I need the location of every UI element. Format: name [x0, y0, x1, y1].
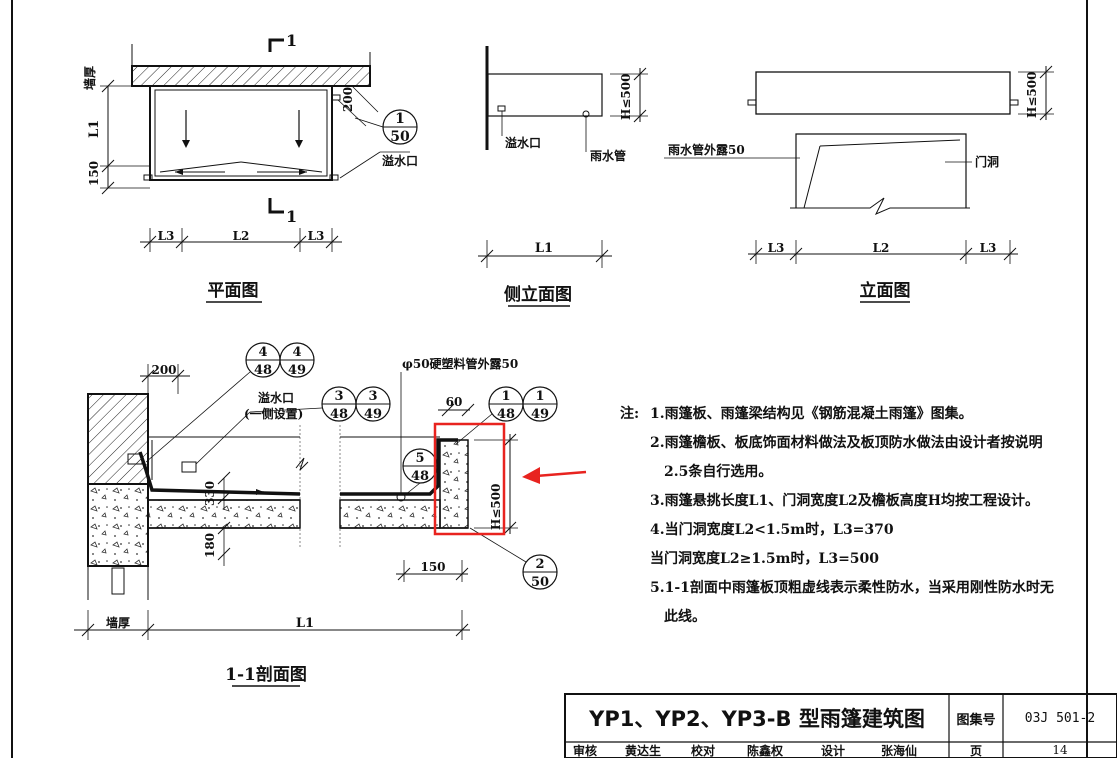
plan-section-mark-bottom: 1	[286, 207, 297, 226]
highlight-box	[433, 422, 506, 536]
side-labels: H≤500 溢水口 雨水管 L1 侧立面图	[504, 74, 633, 305]
ref-c-sheet2: 49	[531, 407, 549, 422]
side-elevation	[478, 46, 648, 268]
plan-labels: 1 1 墙厚 L1 150 200 1 50 溢水口 L3 L2 L3 平面图	[82, 31, 418, 301]
side-caption: 侧立面图	[504, 284, 572, 305]
reviewer-label: 审核	[572, 743, 597, 758]
section-caption: 1-1剖面图	[225, 664, 307, 685]
notes-block: 注: 1.雨篷板、雨篷梁结构见《钢筋混凝土雨篷》图集。 2.雨篷檐板、板底饰面材料…	[620, 400, 1060, 632]
side-l1: L1	[535, 241, 553, 256]
plan-overflow-label: 溢水口	[382, 153, 418, 168]
checker-label: 校对	[690, 743, 715, 758]
drawing-title: YP1、YP2、YP3-B 型雨篷建筑图	[589, 707, 925, 731]
section-dim-180: 180	[203, 533, 217, 558]
plan-detail-num: 1	[395, 111, 405, 127]
ref-a-sheet1: 48	[254, 363, 272, 378]
ref-c-sheet1: 48	[497, 407, 515, 422]
side-overflow-label: 溢水口	[505, 135, 541, 150]
ref-d-sheet: 48	[411, 469, 429, 484]
section-dim-60: 60	[446, 395, 463, 409]
notes-prefix: 注:	[620, 406, 640, 422]
plan-view	[100, 38, 418, 252]
ref-b-num-2: 3	[368, 389, 377, 404]
section-wall-upper	[87, 393, 149, 485]
section-h500: H≤500	[489, 484, 503, 530]
note-2b: 2.5条自行选用。	[664, 464, 773, 480]
ref-e-sheet: 50	[531, 575, 549, 590]
note-5b: 此线。	[664, 609, 706, 625]
note-3: 3.雨篷悬挑长度L1、门洞宽度L2及檐板高度H均按工程设计。	[650, 493, 1040, 509]
section-dim-330: 330	[203, 481, 217, 506]
page-number: 14	[1052, 743, 1068, 757]
front-canopy-outline	[755, 71, 1011, 115]
ref-a-sheet2: 49	[288, 363, 306, 378]
ref-b-sheet2: 49	[364, 407, 382, 422]
front-l3-left: L3	[768, 241, 785, 255]
ref-e-num: 2	[535, 557, 544, 572]
ref-d-num: 5	[415, 451, 424, 466]
title-block: YP1、YP2、YP3-B 型雨篷建筑图 图集号 03J 501-2 审核 黄达…	[565, 694, 1117, 758]
designer-name: 张海仙	[880, 743, 917, 758]
front-elevation	[664, 65, 1054, 264]
section-dim-200: 200	[151, 363, 176, 377]
section-dim-150: 150	[420, 560, 445, 574]
note-4b: 当门洞宽度L2≥1.5m时，L3=500	[650, 551, 880, 567]
plan-l3-left: L3	[158, 229, 175, 243]
plan-dim-150: 150	[87, 161, 101, 186]
atlas-label: 图集号	[956, 712, 996, 728]
plan-wall	[131, 65, 371, 87]
front-h500: H≤500	[1025, 72, 1039, 118]
section-pipe-note: φ50硬塑料管外露50	[402, 356, 518, 371]
ref-c-num-2: 1	[535, 389, 544, 404]
note-5: 5.1-1剖面中雨篷板顶粗虚线表示柔性防水，当采用刚性防水时无	[650, 580, 1054, 596]
front-door-label: 门洞	[975, 154, 999, 169]
side-canopy-outline	[487, 73, 603, 117]
atlas-number: 03J 501-2	[1024, 710, 1096, 726]
front-l2: L2	[873, 241, 890, 255]
plan-l1-label: L1	[87, 120, 102, 138]
plan-l2: L2	[233, 229, 250, 243]
front-l3-right: L3	[980, 241, 997, 255]
front-caption: 立面图	[860, 280, 911, 301]
side-downpipe-label: 雨水管	[590, 148, 626, 163]
section-beam	[87, 483, 149, 567]
plan-dim-200: 200	[341, 87, 355, 112]
page-label: 页	[969, 743, 982, 758]
section-labels: 200 4 48 4 49 溢水口 (一侧设置) 3 48 3 49 φ50硬塑…	[106, 345, 549, 685]
plan-section-mark-top: 1	[286, 31, 297, 50]
section-l1: L1	[296, 616, 314, 631]
section-overflow-line1: 溢水口	[258, 390, 294, 405]
plan-caption: 平面图	[208, 281, 259, 301]
plan-detail-sheet: 50	[390, 129, 410, 145]
ref-a-num: 4	[258, 345, 267, 360]
reviewer-name: 黄达生	[624, 743, 661, 758]
section-view	[74, 342, 558, 640]
front-labels: H≤500 雨水管外露50 门洞 L3 L2 L3 立面图	[668, 72, 1039, 301]
section-edge-board	[439, 439, 469, 529]
ref-b-num: 3	[334, 389, 343, 404]
note-1: 1.雨篷板、雨篷梁结构见《钢筋混凝土雨篷》图集。	[650, 406, 973, 422]
plan-l3-right: L3	[308, 229, 325, 243]
designer-label: 设计	[820, 743, 845, 758]
highlight-arrow	[522, 467, 587, 484]
note-4: 4.当门洞宽度L2<1.5m时，L3=370	[650, 522, 894, 538]
side-h500: H≤500	[619, 74, 633, 120]
front-pipe-out-label: 雨水管外露50	[668, 142, 745, 157]
ref-b-sheet1: 48	[330, 407, 348, 422]
checker-name: 陈鑫权	[746, 743, 783, 758]
plan-canopy-outline	[149, 85, 333, 181]
section-wall-label: 墙厚	[106, 615, 130, 630]
note-2: 2.雨篷檐板、板底饰面材料做法及板顶防水做法由设计者按说明	[650, 435, 1043, 451]
ref-a-num-2: 4	[292, 345, 301, 360]
plan-wall-label: 墙厚	[82, 66, 97, 90]
section-overflow-line2: (一侧设置)	[244, 406, 303, 421]
ref-c-num: 1	[501, 389, 510, 404]
